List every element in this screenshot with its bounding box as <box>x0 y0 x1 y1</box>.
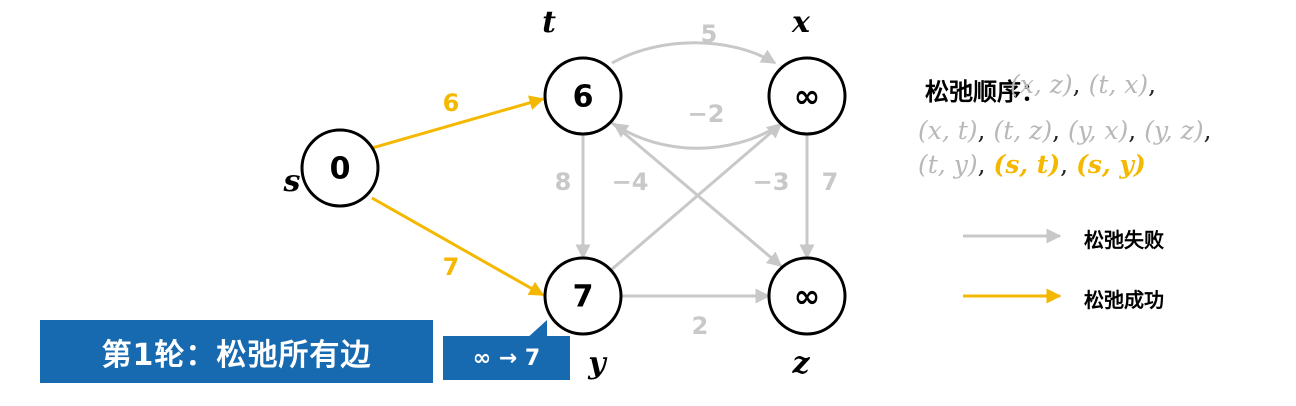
edge-weight-t-y: 8 <box>555 168 572 196</box>
node-value-s: 0 <box>330 152 351 187</box>
edge-s-t <box>371 95 545 150</box>
legend-fail-label: 松弛失败 <box>1084 228 1164 252</box>
edges-layer: 6 7 5 −2 8 −4 −3 7 2 <box>371 20 839 340</box>
node-s <box>300 128 380 208</box>
relax-pair: (t, y) <box>918 150 978 179</box>
node-value-y: 7 <box>573 280 594 315</box>
node-t <box>543 56 623 136</box>
edge-weight-y-z: 2 <box>692 312 709 340</box>
edge-weight-t-z: −4 <box>612 168 649 196</box>
edge-weight-s-y: 7 <box>443 253 460 281</box>
edge-t-x <box>611 41 777 65</box>
edge-weight-x-z: 7 <box>822 168 839 196</box>
edge-t-z <box>610 120 783 268</box>
relax-pair: (x, z) <box>1010 70 1073 99</box>
relax-order-line-1: (x, z), (t, x), <box>1010 70 1157 99</box>
edge-weight-t-x: 5 <box>701 20 718 48</box>
edge-s-y <box>371 196 545 297</box>
node-name-t: t <box>542 5 556 40</box>
edge-y-x <box>610 122 783 272</box>
nodes-layer: 0s 6 t ∞ x 7 y ∞ z <box>283 5 847 381</box>
relax-pair: (t, z) <box>993 116 1053 145</box>
node-value-t: 6 <box>573 80 594 115</box>
distance-update-callout: ∞ → 7 <box>443 336 570 380</box>
node-name-x: x <box>791 5 811 40</box>
relax-pair: (y, z) <box>1144 116 1204 145</box>
round-label-box: 第1轮：松弛所有边 <box>40 320 433 383</box>
relax-order-line-2: (x, t), (t, z), (y, x), (y, z), <box>918 116 1212 145</box>
node-z <box>767 256 847 336</box>
relax-pair: (s, y) <box>1076 150 1146 179</box>
node-name-s: s <box>283 164 301 199</box>
node-value-x: ∞ <box>794 77 821 115</box>
relax-order-title: 松弛顺序： <box>925 78 1045 106</box>
node-name-y: y <box>587 346 608 381</box>
relax-pair: (x, t) <box>918 116 978 145</box>
node-name-z: z <box>791 346 810 381</box>
edge-x-t <box>612 122 779 150</box>
edge-weight-s-t: 6 <box>443 89 460 117</box>
relax-pair: (y, x) <box>1067 116 1129 145</box>
legend-success-label: 松弛成功 <box>1084 288 1164 312</box>
node-value-z: ∞ <box>794 277 821 315</box>
relax-pair: (s, t) <box>993 150 1061 179</box>
callout-pointer <box>525 320 547 340</box>
relax-pair: (t, x) <box>1088 70 1149 99</box>
edge-weight-y-x: −3 <box>753 168 790 196</box>
node-y <box>543 256 623 336</box>
node-x <box>767 56 847 136</box>
relax-order-line-3: (t, y), (s, t), (s, y) <box>918 150 1146 179</box>
edge-weight-x-t: −2 <box>688 100 725 128</box>
